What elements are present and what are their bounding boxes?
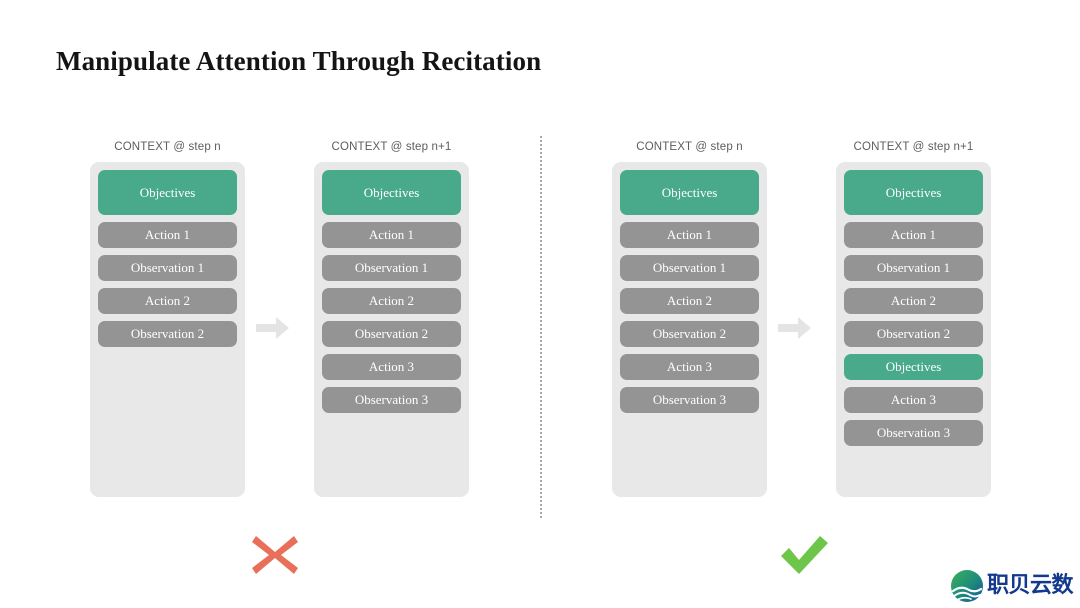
- context-column-step-n: CONTEXT @ step n Objectives Action 1 Obs…: [612, 140, 767, 497]
- context-box: Objectives Action 1 Observation 1 Action…: [314, 162, 469, 497]
- chip-action-2[interactable]: Action 2: [620, 288, 759, 314]
- chip-objectives[interactable]: Objectives: [844, 170, 983, 215]
- chip-action-2[interactable]: Action 2: [322, 288, 461, 314]
- context-column-step-n: CONTEXT @ step n Objectives Action 1 Obs…: [90, 140, 245, 497]
- chip-objectives[interactable]: Objectives: [620, 170, 759, 215]
- chip-action-1[interactable]: Action 1: [322, 222, 461, 248]
- chip-observation-3[interactable]: Observation 3: [620, 387, 759, 413]
- chip-observation-2[interactable]: Observation 2: [620, 321, 759, 347]
- context-box: Objectives Action 1 Observation 1 Action…: [836, 162, 991, 497]
- chip-observation-3[interactable]: Observation 3: [322, 387, 461, 413]
- panel-divider: [540, 136, 542, 518]
- chip-objectives-recited[interactable]: Objectives: [844, 354, 983, 380]
- context-column-step-n-plus-1: CONTEXT @ step n+1 Objectives Action 1 O…: [314, 140, 469, 497]
- chip-observation-1[interactable]: Observation 1: [844, 255, 983, 281]
- column-header: CONTEXT @ step n: [636, 141, 743, 153]
- chip-observation-2[interactable]: Observation 2: [322, 321, 461, 347]
- wave-circle-logo-icon: [950, 569, 984, 603]
- chip-objectives[interactable]: Objectives: [98, 170, 237, 215]
- chip-observation-1[interactable]: Observation 1: [620, 255, 759, 281]
- chip-objectives[interactable]: Objectives: [322, 170, 461, 215]
- arrow-right-icon: [256, 315, 290, 341]
- check-mark-icon: [777, 530, 831, 580]
- chip-action-2[interactable]: Action 2: [98, 288, 237, 314]
- chip-observation-1[interactable]: Observation 1: [322, 255, 461, 281]
- context-box: Objectives Action 1 Observation 1 Action…: [90, 162, 245, 497]
- chip-action-1[interactable]: Action 1: [98, 222, 237, 248]
- chip-action-1[interactable]: Action 1: [844, 222, 983, 248]
- chip-action-1[interactable]: Action 1: [620, 222, 759, 248]
- chip-observation-1[interactable]: Observation 1: [98, 255, 237, 281]
- chip-observation-2[interactable]: Observation 2: [844, 321, 983, 347]
- column-header: CONTEXT @ step n+1: [853, 141, 974, 153]
- context-box: Objectives Action 1 Observation 1 Action…: [612, 162, 767, 497]
- context-column-step-n-plus-1: CONTEXT @ step n+1 Objectives Action 1 O…: [836, 140, 991, 497]
- brand-logo: 职贝云数: [950, 568, 1074, 604]
- chip-observation-2[interactable]: Observation 2: [98, 321, 237, 347]
- chip-action-2[interactable]: Action 2: [844, 288, 983, 314]
- chip-action-3[interactable]: Action 3: [620, 354, 759, 380]
- panel-bad-example: CONTEXT @ step n Objectives Action 1 Obs…: [76, 140, 496, 505]
- cross-mark-icon: [248, 530, 302, 580]
- chip-action-3[interactable]: Action 3: [844, 387, 983, 413]
- column-header: CONTEXT @ step n: [114, 141, 221, 153]
- chip-observation-3[interactable]: Observation 3: [844, 420, 983, 446]
- arrow-right-icon: [778, 315, 812, 341]
- brand-name: 职贝云数: [987, 573, 1074, 598]
- page-title: Manipulate Attention Through Recitation: [56, 46, 542, 76]
- chip-action-3[interactable]: Action 3: [322, 354, 461, 380]
- panel-good-example: CONTEXT @ step n Objectives Action 1 Obs…: [598, 140, 1018, 505]
- column-header: CONTEXT @ step n+1: [331, 141, 452, 153]
